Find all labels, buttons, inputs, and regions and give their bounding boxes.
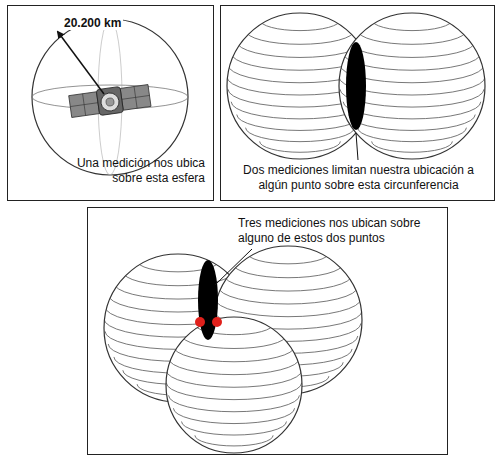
satellite <box>68 83 151 120</box>
sphere <box>227 13 373 159</box>
solution-point <box>195 317 205 327</box>
caption-text: Una medición nos ubica sobre esta esfera <box>43 156 207 186</box>
panel: Tres mediciones nos ubican sobre alguno … <box>87 207 448 455</box>
intersection-circle <box>198 260 218 340</box>
sphere <box>166 317 302 453</box>
sphere <box>339 13 485 159</box>
leader-line <box>215 249 252 285</box>
solution-point <box>212 317 222 327</box>
panel: Dos mediciones limitan nuestra ubicación… <box>220 5 495 201</box>
panel: Una medición nos ubica sobre esta esfera <box>7 5 214 201</box>
caption-text: Tres mediciones nos ubican sobre alguno … <box>236 216 445 246</box>
leader-line <box>356 133 358 160</box>
radius-arrow <box>58 32 104 94</box>
dimension-label: 20.200 km <box>62 16 123 30</box>
sphere <box>32 19 188 175</box>
caption-text: Dos mediciones limitan nuestra ubicación… <box>235 163 482 193</box>
intersection-circle <box>346 42 366 130</box>
